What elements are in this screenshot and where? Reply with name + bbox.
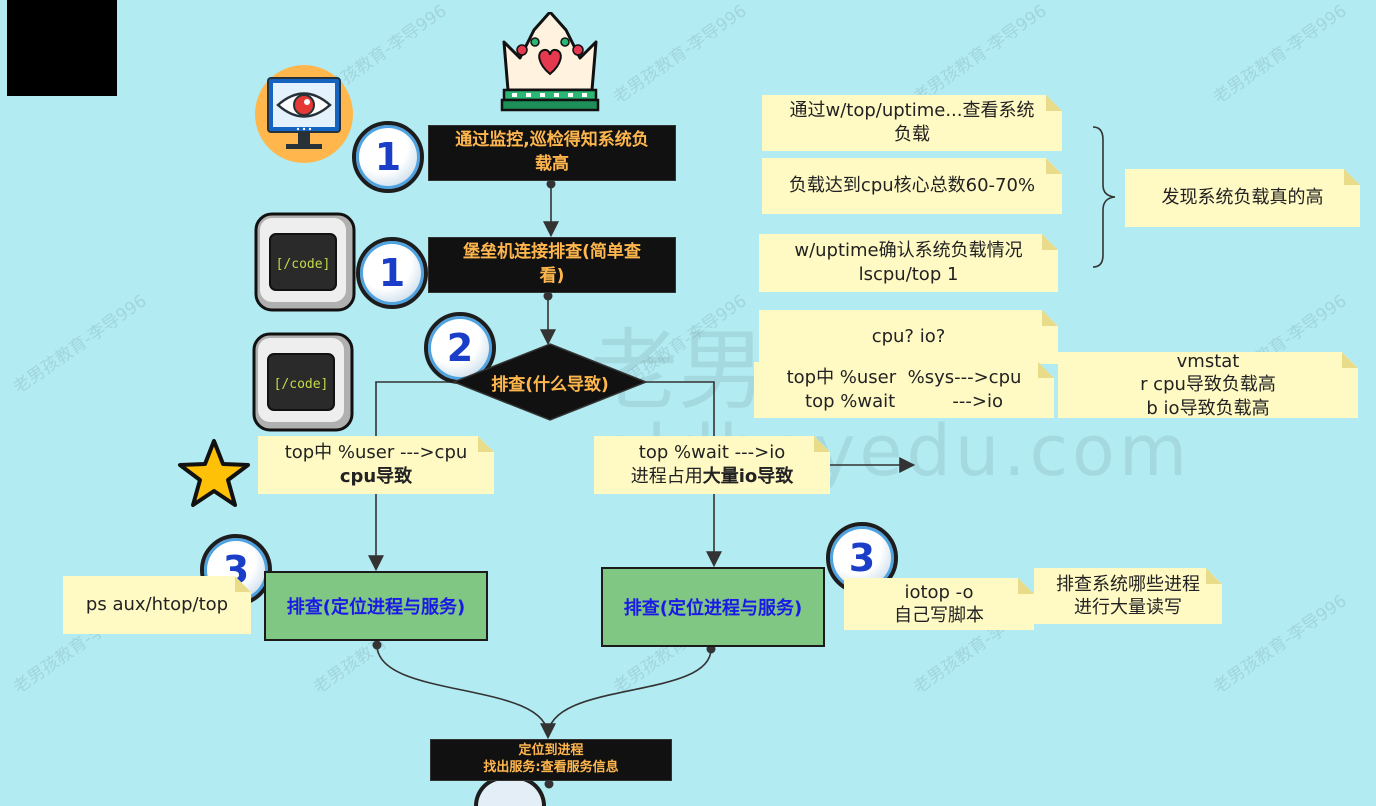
- code-terminal-icon: [/code]: [254, 212, 358, 318]
- step-final-box: 定位到进程找出服务:查看服务信息: [430, 739, 672, 781]
- code-terminal-icon: [/code]: [252, 332, 356, 438]
- step-badge-1: 1: [352, 121, 424, 193]
- step-jumphost-box: 堡垒机连接排查(简单查看): [428, 237, 676, 293]
- decision-label: 排查(什么导致): [491, 374, 609, 395]
- black-block: [7, 0, 117, 96]
- note-ps-commands: ps aux/htop/top: [63, 576, 251, 634]
- star-icon: [178, 439, 250, 507]
- svg-text:[/code]: [/code]: [276, 257, 331, 272]
- right-locate-box: 排查(定位进程与服务): [601, 567, 825, 647]
- svg-text:[/code]: [/code]: [274, 377, 329, 392]
- note-load-high: 发现系统负载真的高: [1125, 169, 1360, 227]
- note-find-rw-processes: 排查系统哪些进程进行大量读写: [1034, 568, 1222, 624]
- note-check-load: 通过w/top/uptime...查看系统负载: [762, 95, 1062, 151]
- step-badge-3: 3: [826, 522, 898, 594]
- note-cpu-or-io: cpu? io?: [759, 310, 1058, 364]
- decision-diamond: [452, 343, 648, 421]
- note-load-threshold: 负载达到cpu核心总数60-70%: [762, 158, 1062, 214]
- step-badge-1: 1: [356, 237, 428, 309]
- crown-icon: [500, 12, 600, 112]
- left-locate-box: 排查(定位进程与服务): [264, 571, 488, 641]
- note-io-cause: top %wait --->io 进程占用大量io导致: [594, 436, 830, 494]
- step-monitor-box: 通过监控,巡检得知系统负载高: [428, 125, 676, 181]
- monitor-eye-icon: [255, 65, 353, 163]
